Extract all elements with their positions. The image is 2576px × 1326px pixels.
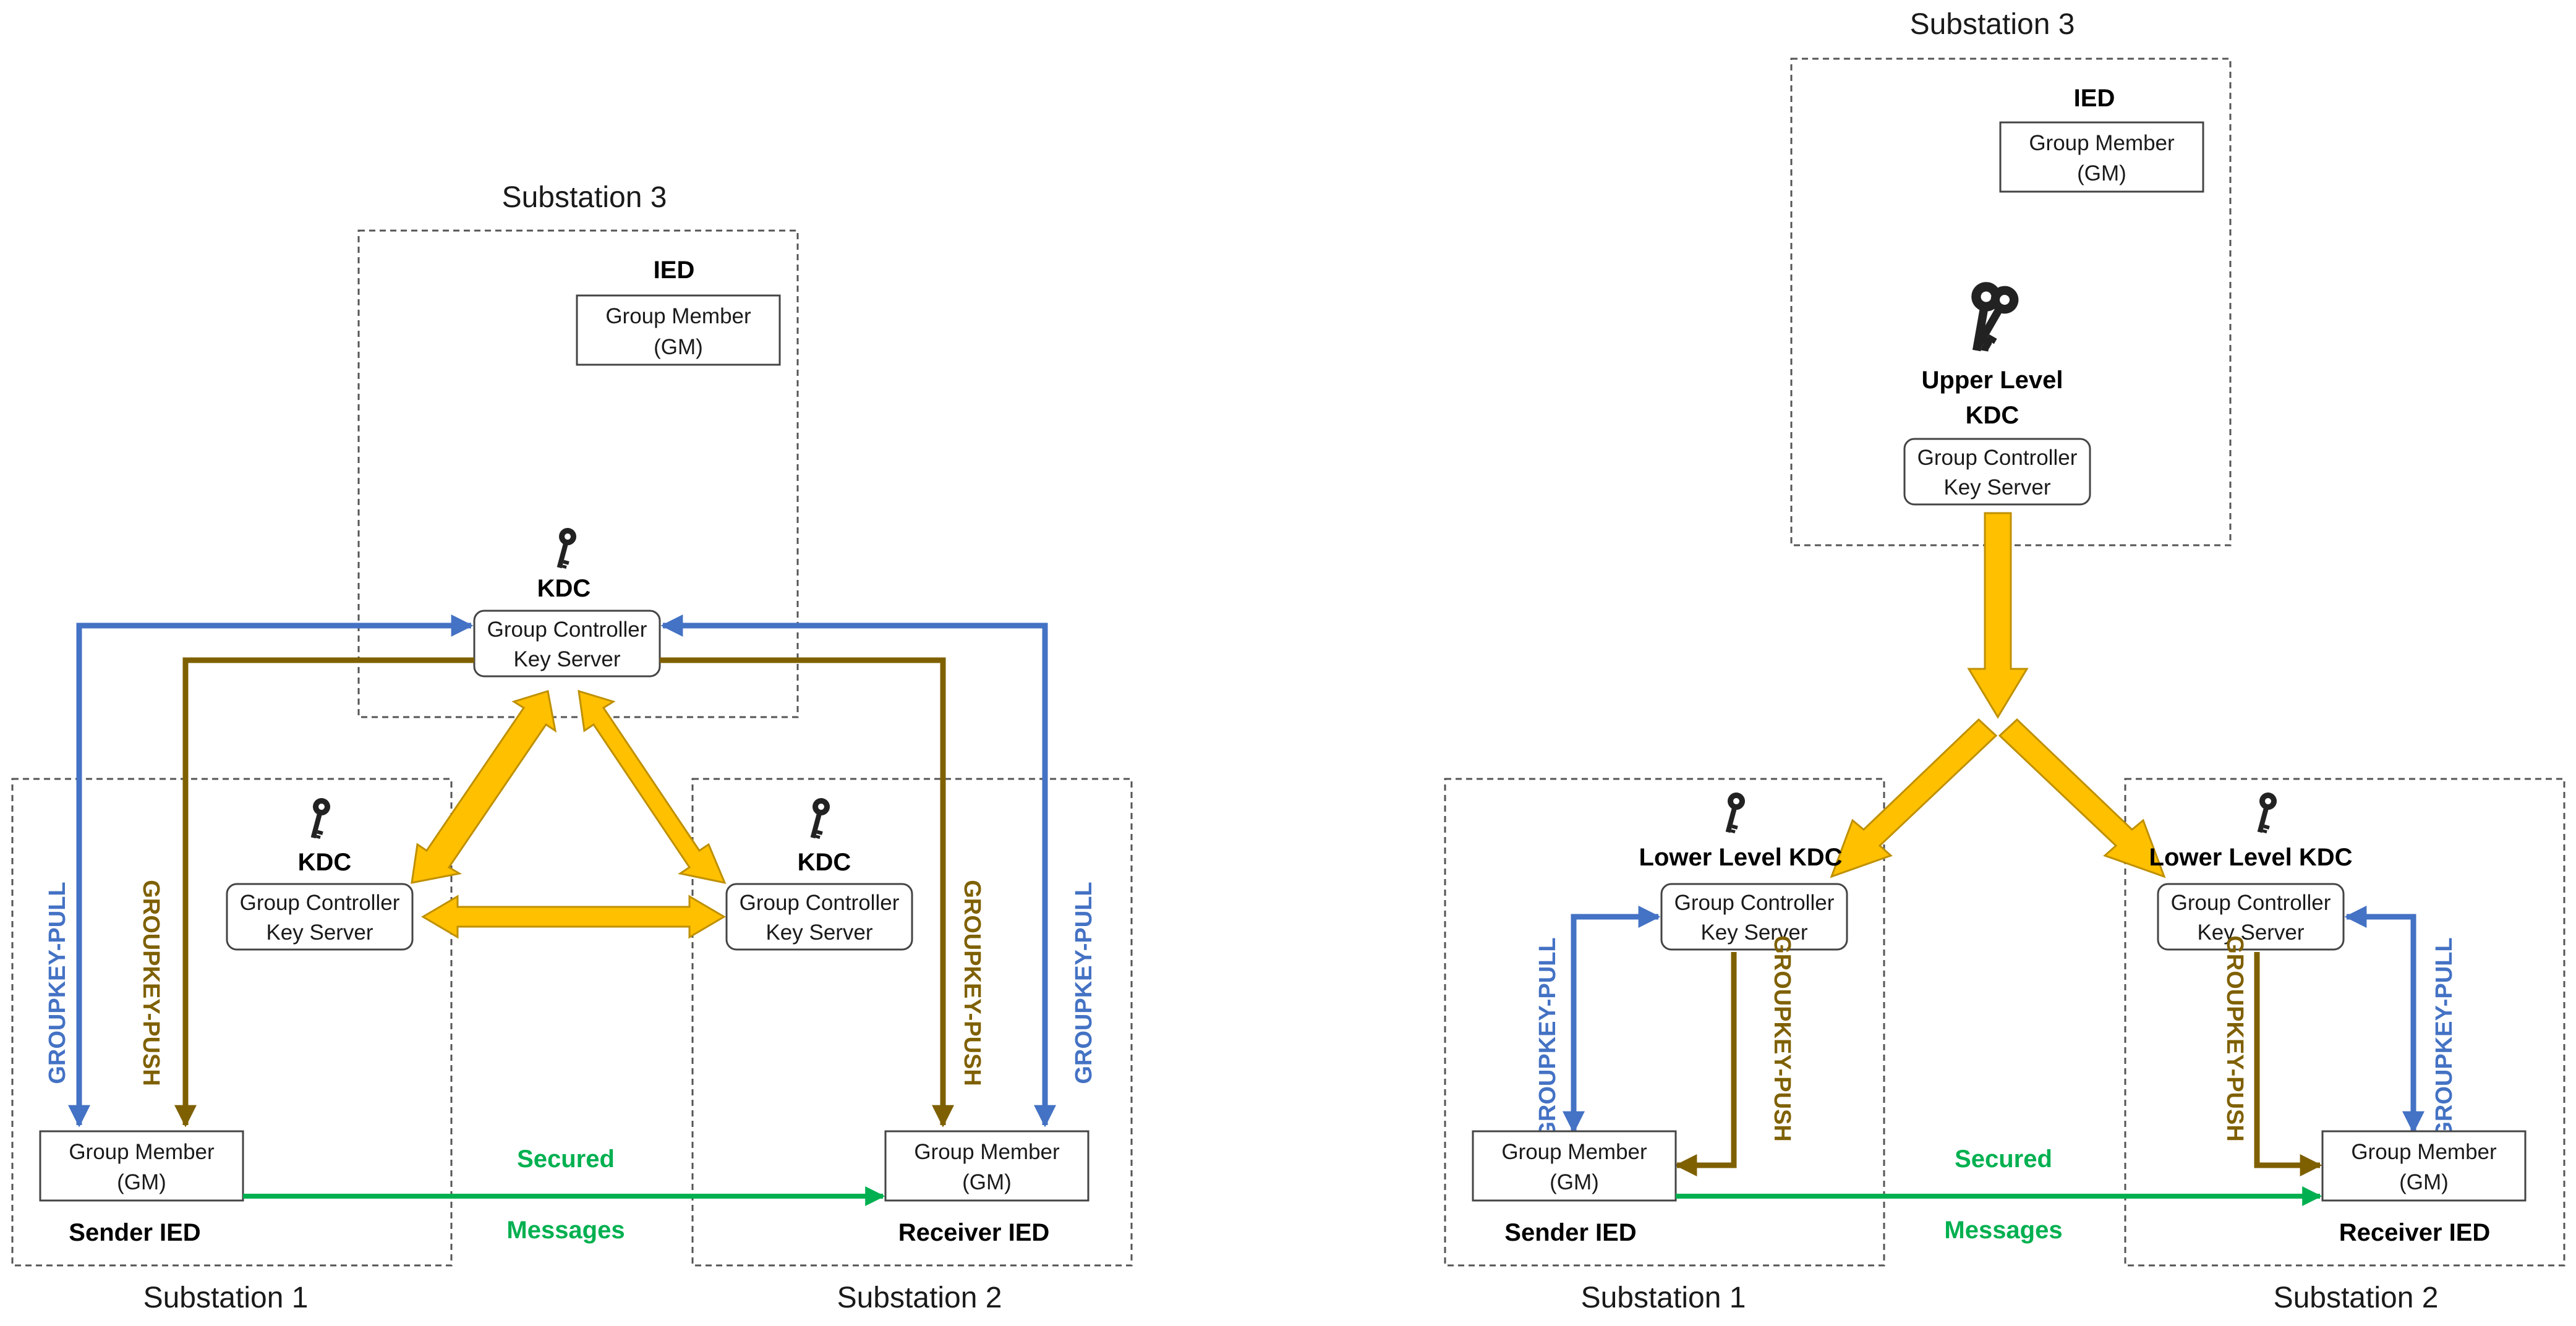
left-top-kdc-label: KDC xyxy=(537,575,591,602)
right-receiver-gm-line2: (GM) xyxy=(2399,1170,2449,1194)
left-pull-line-sender xyxy=(68,614,474,1128)
right-ied-label: IED xyxy=(2074,85,2115,112)
left-sender-gm-line2: (GM) xyxy=(117,1170,166,1194)
right-upper-gc-line2: Key Server xyxy=(1943,475,2050,499)
right-secured-label: Secured xyxy=(1955,1145,2052,1173)
right-sub2-kdc-label: Lower Level KDC xyxy=(2149,844,2353,871)
right-ied-gm-line1: Group Member xyxy=(2029,131,2175,155)
right-diagram: Substation 3 Substation 1 Substation 2 I… xyxy=(1444,8,2565,1314)
right-sub1-gc-box xyxy=(1660,883,1848,951)
left-substation-2-label: Substation 2 xyxy=(837,1281,1002,1314)
right-upper-gc-box xyxy=(1903,438,2091,506)
right-sub2-gc-line2: Key Server xyxy=(2197,920,2304,945)
key-icon xyxy=(1720,790,1747,835)
right-ied-gm-box xyxy=(1999,121,2204,193)
key-icon xyxy=(305,796,333,840)
right-push-label-receiver: GROUPKEY-PUSH xyxy=(2222,935,2248,1142)
left-sender-gm-line1: Group Member xyxy=(69,1140,215,1164)
left-sender-gm-box xyxy=(39,1130,244,1202)
left-diagram: Substation 3 Substation 1 Substation 2 I… xyxy=(11,181,1133,1314)
left-secured-label: Secured xyxy=(517,1145,615,1173)
left-sub2-kdc-label: KDC xyxy=(798,849,851,876)
key-icon xyxy=(1962,279,2024,354)
right-upper-gc-line1: Group Controller xyxy=(1917,446,2078,470)
right-sub1-kdc-label: Lower Level KDC xyxy=(1639,844,1843,871)
key-icon xyxy=(804,796,832,840)
right-push-label-sender: GROUPKEY-PUSH xyxy=(1769,935,1795,1142)
left-pull-label-sender: GROUPKEY-PULL xyxy=(45,882,70,1084)
left-ied-gm-line2: (GM) xyxy=(654,335,703,359)
left-sender-ied-label: Sender IED xyxy=(69,1219,200,1246)
left-ied-gm-line1: Group Member xyxy=(605,304,751,328)
left-kdc-link-top-right xyxy=(578,689,727,885)
right-receiver-gm-line1: Group Member xyxy=(2351,1140,2497,1164)
right-sub1-gc-line2: Key Server xyxy=(1700,920,1807,945)
left-sub1-gc-line2: Key Server xyxy=(266,920,373,945)
right-pull-label-receiver: GROUPKEY-PULL xyxy=(2431,937,2457,1139)
left-kdc-links xyxy=(411,689,727,939)
right-messages-label: Messages xyxy=(1944,1217,2062,1244)
left-sub2-gc-line2: Key Server xyxy=(766,920,872,945)
right-upper-kdc-line1: Upper Level xyxy=(1922,367,2063,394)
key-icon xyxy=(2251,790,2279,835)
right-kdc-link-to-sub1 xyxy=(1830,718,1998,878)
right-sender-gm-box xyxy=(1472,1130,1677,1202)
left-ied-gm-box xyxy=(576,294,781,366)
right-sub1-gc-line1: Group Controller xyxy=(1674,891,1835,915)
right-substation-3-label: Substation 3 xyxy=(1910,8,2075,41)
left-ied-label: IED xyxy=(654,257,695,284)
left-kdc-link-left-right xyxy=(421,895,726,939)
left-sub1-kdc-label: KDC xyxy=(298,849,352,876)
right-upper-kdc-line2: KDC xyxy=(1966,402,2019,429)
left-sub2-gc-line1: Group Controller xyxy=(740,891,900,915)
right-substation-1-label: Substation 1 xyxy=(1581,1281,1746,1314)
right-substation-2-label: Substation 2 xyxy=(2274,1281,2439,1314)
left-push-line-receiver xyxy=(660,657,954,1128)
right-kdc-link-to-sub2 xyxy=(1998,718,2166,878)
right-kdc-links xyxy=(1830,512,2166,878)
left-substation-1-label: Substation 1 xyxy=(143,1281,309,1314)
left-pull-label-receiver: GROUPKEY-PULL xyxy=(1071,882,1097,1084)
right-ied-gm-line2: (GM) xyxy=(2077,161,2126,185)
left-top-gc-line2: Key Server xyxy=(513,647,620,671)
left-messages-label: Messages xyxy=(506,1217,625,1244)
left-top-gc-box xyxy=(473,610,661,678)
right-sender-gm-line2: (GM) xyxy=(1550,1170,1599,1194)
left-pull-line-receiver xyxy=(660,614,1056,1128)
left-push-label-sender: GROUPKEY-PUSH xyxy=(138,880,164,1086)
right-sender-gm-line1: Group Member xyxy=(1501,1140,1647,1164)
right-push-line-sender xyxy=(1674,952,1737,1176)
left-receiver-gm-line2: (GM) xyxy=(962,1170,1012,1194)
right-receiver-ied-label: Receiver IED xyxy=(2339,1219,2491,1246)
left-sub1-gc-line1: Group Controller xyxy=(240,891,400,915)
left-receiver-ied-label: Receiver IED xyxy=(898,1219,1050,1246)
right-pull-line-sender xyxy=(1563,906,1661,1134)
left-kdc-link-top-left xyxy=(411,690,557,884)
right-sender-ied-label: Sender IED xyxy=(1504,1219,1636,1246)
right-sub2-gc-box xyxy=(2157,883,2345,951)
left-push-line-sender xyxy=(174,657,474,1128)
key-icon xyxy=(551,525,579,570)
left-push-label-receiver: GROUPKEY-PUSH xyxy=(959,880,985,1086)
left-substation-3-label: Substation 3 xyxy=(502,181,667,214)
right-pull-line-receiver xyxy=(2344,906,2425,1134)
left-receiver-gm-line1: Group Member xyxy=(914,1140,1060,1164)
right-sub2-gc-line1: Group Controller xyxy=(2171,891,2331,915)
left-receiver-gm-box xyxy=(884,1130,1090,1202)
right-pull-label-sender: GROUPKEY-PULL xyxy=(1535,937,1561,1139)
right-kdc-link-down xyxy=(1967,512,2029,719)
right-receiver-gm-box xyxy=(2321,1130,2527,1202)
left-top-gc-line1: Group Controller xyxy=(487,618,647,642)
right-push-line-receiver xyxy=(2254,952,2322,1176)
